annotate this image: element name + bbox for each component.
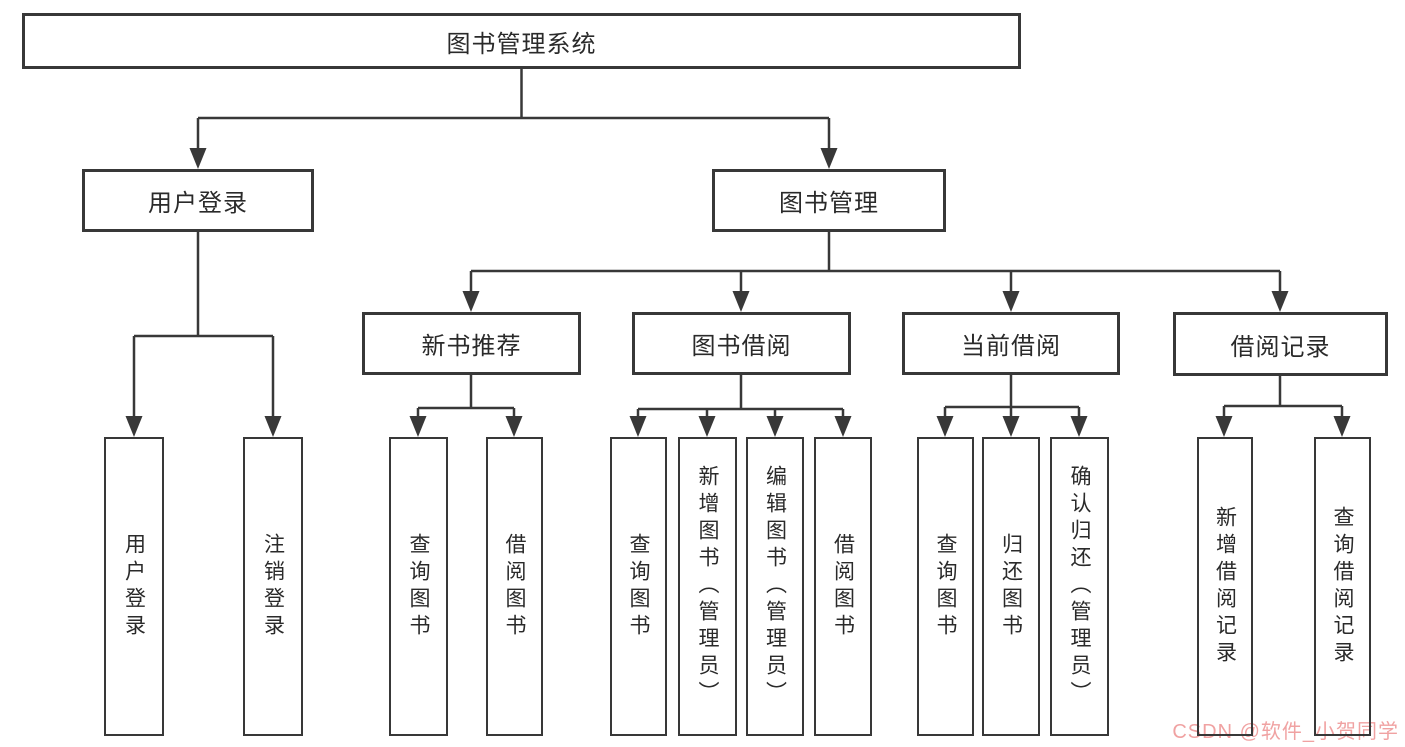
leaf-borrow-books: 借阅图书 (814, 437, 872, 736)
leaf-borrow-books-recommend-label: 借阅图书 (503, 532, 526, 641)
leaf-search-borrow-record-label: 查询借阅记录 (1331, 505, 1354, 668)
leaf-user-login: 用户登录 (104, 437, 164, 736)
leaf-user-login-label: 用户登录 (122, 532, 146, 641)
connector-root-to-level2 (196, 69, 831, 152)
leaf-add-books-admin: 新增图书（管理员） (678, 437, 737, 736)
node-user-login: 用户登录 (82, 169, 314, 232)
leaf-add-borrow-record: 新增借阅记录 (1197, 437, 1253, 736)
leaf-search-books-borrow: 查询图书 (610, 437, 667, 736)
node-borrow-records: 借阅记录 (1173, 312, 1388, 376)
leaf-confirm-return-admin: 确认归还（管理员） (1050, 437, 1109, 736)
node-user-login-label: 用户登录 (148, 190, 248, 217)
connector-borrow-records-to-leaves (1222, 375, 1344, 420)
node-borrow-records-label: 借阅记录 (1230, 333, 1331, 361)
connector-book-management-to-level3 (469, 232, 1282, 295)
leaf-return-books-label: 归还图书 (999, 532, 1023, 641)
csdn-watermark: CSDN @软件_小贺同学 (1172, 721, 1399, 743)
leaf-logout-label: 注销登录 (261, 532, 285, 641)
node-root: 图书管理系统 (22, 13, 1021, 69)
leaf-add-borrow-record-label: 新增借阅记录 (1213, 505, 1237, 668)
node-current-borrow: 当前借阅 (902, 312, 1120, 375)
node-book-borrow-label: 图书借阅 (691, 333, 792, 360)
leaf-borrow-books-recommend: 借阅图书 (486, 437, 543, 736)
leaf-search-books-current: 查询图书 (917, 437, 974, 736)
node-root-label: 图书管理系统 (446, 30, 597, 58)
node-book-borrow: 图书借阅 (632, 312, 851, 375)
leaf-search-borrow-record: 查询借阅记录 (1314, 437, 1371, 736)
node-book-management: 图书管理 (712, 169, 946, 232)
connector-new-book-recommend-to-leaves (416, 375, 516, 420)
leaf-search-books-recommend: 查询图书 (389, 437, 448, 736)
connector-book-borrow-to-leaves (636, 375, 845, 420)
node-new-book-recommend-label: 新书推荐 (421, 333, 522, 360)
node-book-management-label: 图书管理 (779, 190, 879, 217)
node-current-borrow-label: 当前借阅 (961, 333, 1061, 360)
leaf-edit-books-admin-label: 编辑图书（管理员） (763, 465, 787, 708)
leaf-logout: 注销登录 (243, 437, 303, 736)
connector-current-borrow-to-leaves (943, 375, 1081, 420)
leaf-add-books-admin-label: 新增图书（管理员） (696, 465, 719, 708)
leaf-search-books-borrow-label: 查询图书 (627, 532, 650, 641)
leaf-confirm-return-admin-label: 确认归还（管理员） (1068, 465, 1091, 708)
leaf-return-books: 归还图书 (982, 437, 1040, 736)
node-new-book-recommend: 新书推荐 (362, 312, 581, 375)
leaf-edit-books-admin: 编辑图书（管理员） (746, 437, 804, 736)
leaf-borrow-books-label: 借阅图书 (831, 532, 855, 641)
leaf-search-books-recommend-label: 查询图书 (407, 532, 430, 641)
connector-user-login-to-leaves (132, 232, 275, 420)
leaf-search-books-current-label: 查询图书 (934, 532, 957, 641)
